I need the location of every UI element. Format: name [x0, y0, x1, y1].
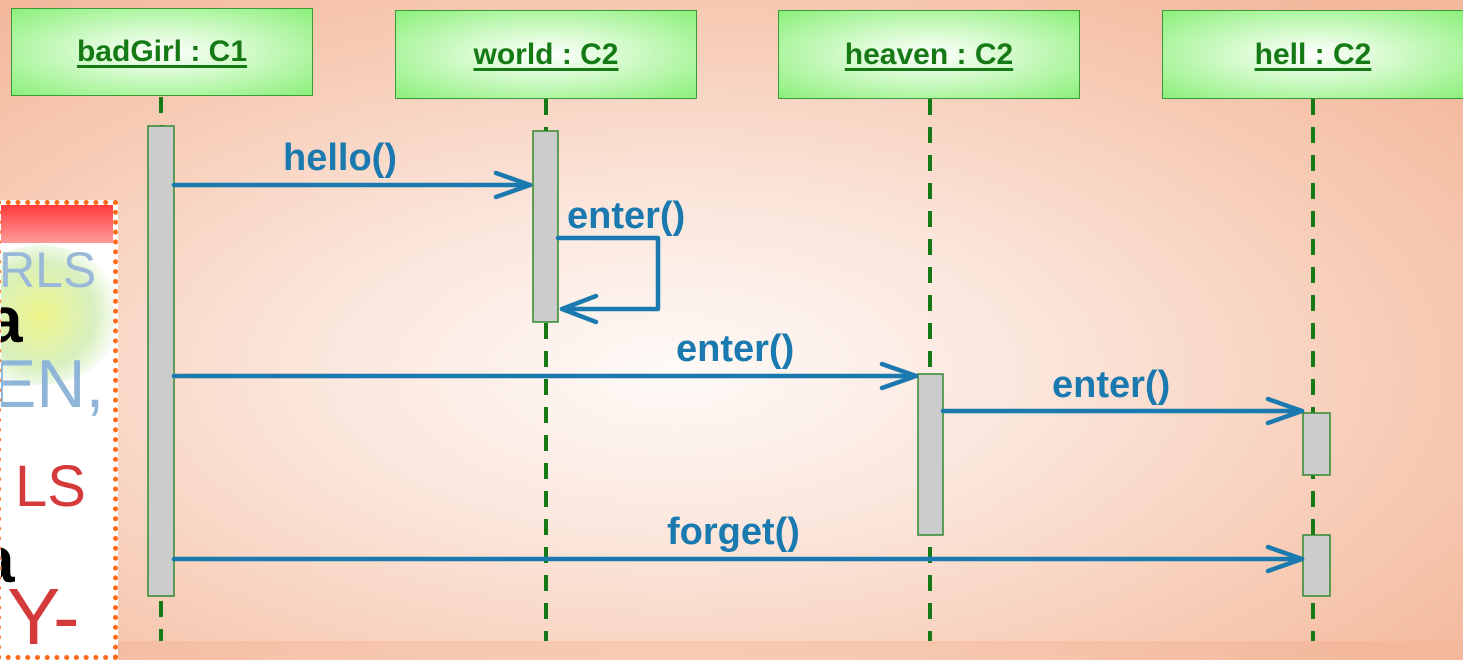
sequence-diagram: hello() enter() enter() enter() forget()	[147, 97, 1331, 641]
poster-yellow-blob	[1, 245, 113, 385]
lifeline-label-badgirl: badGirl : C1	[76, 35, 248, 68]
message-hello-arrowhead	[493, 170, 533, 200]
activation-heaven	[917, 373, 944, 536]
message-forget-arrowhead	[1265, 544, 1305, 574]
lifeline-label-world: world : C2	[473, 37, 619, 71]
poster-text-4: LS	[15, 454, 86, 519]
lifeline-header-heaven[interactable]: heaven : C2	[778, 10, 1080, 99]
message-enter-heaven-arrowhead	[879, 361, 919, 391]
poster-text-3: EN,	[0, 346, 105, 422]
poster-red-band	[1, 205, 113, 243]
lifeline-label-heaven: heaven : C2	[844, 37, 1014, 71]
poster-text-5: a	[1, 523, 15, 597]
activation-world	[532, 130, 559, 323]
message-enter-heaven-label: enter()	[676, 328, 794, 370]
poster-text-2: a	[1, 283, 23, 357]
activation-badgirl	[147, 125, 175, 597]
lifeline-header-hell[interactable]: hell : C2	[1162, 10, 1463, 99]
lifeline-label-hell: hell : C2	[1254, 37, 1372, 71]
message-hello-label: hello()	[283, 137, 397, 179]
message-enter-self-line	[555, 235, 661, 312]
message-enter-self-arrowhead	[559, 293, 599, 325]
activation-hell-1	[1302, 412, 1331, 476]
message-enter-self-label: enter()	[567, 195, 685, 237]
poster-text-1: RLS	[0, 242, 97, 298]
message-enter-hell-arrowhead	[1265, 396, 1305, 426]
message-forget-label: forget()	[667, 511, 800, 553]
lifeline-header-world[interactable]: world : C2	[395, 10, 697, 99]
activation-hell-2	[1302, 534, 1331, 597]
message-enter-hell-label: enter()	[1052, 364, 1170, 406]
lifeline-header-badgirl[interactable]: badGirl : C1	[11, 8, 313, 96]
